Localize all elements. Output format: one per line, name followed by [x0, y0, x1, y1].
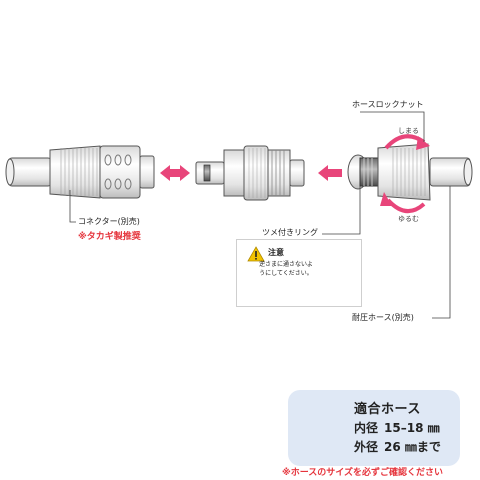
outer-diameter-value: 26 ㎜まで — [384, 440, 441, 454]
warning-icon — [247, 246, 265, 262]
outer-diameter-row: 外径 26 ㎜まで — [354, 438, 441, 455]
connector-label: コネクター(別売) — [78, 217, 140, 226]
leader-lines — [69, 111, 451, 319]
hose-lock-nut-part — [377, 143, 431, 201]
connector-part — [5, 145, 155, 199]
compatible-hose-box: 適合ホース 内径 15–18 ㎜ 外径 26 ㎜まで — [288, 390, 460, 466]
inner-diameter-row: 内径 15–18 ㎜ — [354, 419, 440, 436]
claw-ring-label: ツメ付きリング — [262, 228, 318, 237]
takagi-recommended-note: ※タカギ製推奨 — [78, 232, 141, 242]
inner-diameter-value: 15–18 ㎜ — [384, 421, 440, 435]
hose-size-footnote: ※ホースのサイズを必ずご確認ください — [282, 468, 444, 478]
pressure-hose-part — [429, 157, 473, 187]
loosen-label: ゆるむ — [398, 215, 419, 223]
caution-title: 注意 — [268, 248, 284, 257]
hose-lock-nut-label: ホースロックナット — [352, 100, 424, 109]
caution-box: 注意 逆さまに通さないようにしてください。 — [236, 239, 362, 307]
claw-ring-part — [347, 154, 379, 190]
caution-text: 逆さまに通さないようにしてください。 — [259, 261, 313, 277]
arrow-left-icon — [318, 165, 342, 181]
adapter-body — [195, 145, 305, 201]
loosen-arrow-icon — [380, 192, 426, 213]
inner-diameter-label: 内径 — [354, 421, 379, 435]
outer-diameter-label: 外径 — [354, 440, 379, 454]
double-arrow-icon — [160, 165, 190, 181]
compatible-hose-title: 適合ホース — [354, 402, 421, 417]
pressure-hose-label: 耐圧ホース(別売) — [352, 313, 414, 322]
tighten-arrow-icon — [384, 134, 430, 150]
tighten-label: しまる — [398, 127, 419, 135]
